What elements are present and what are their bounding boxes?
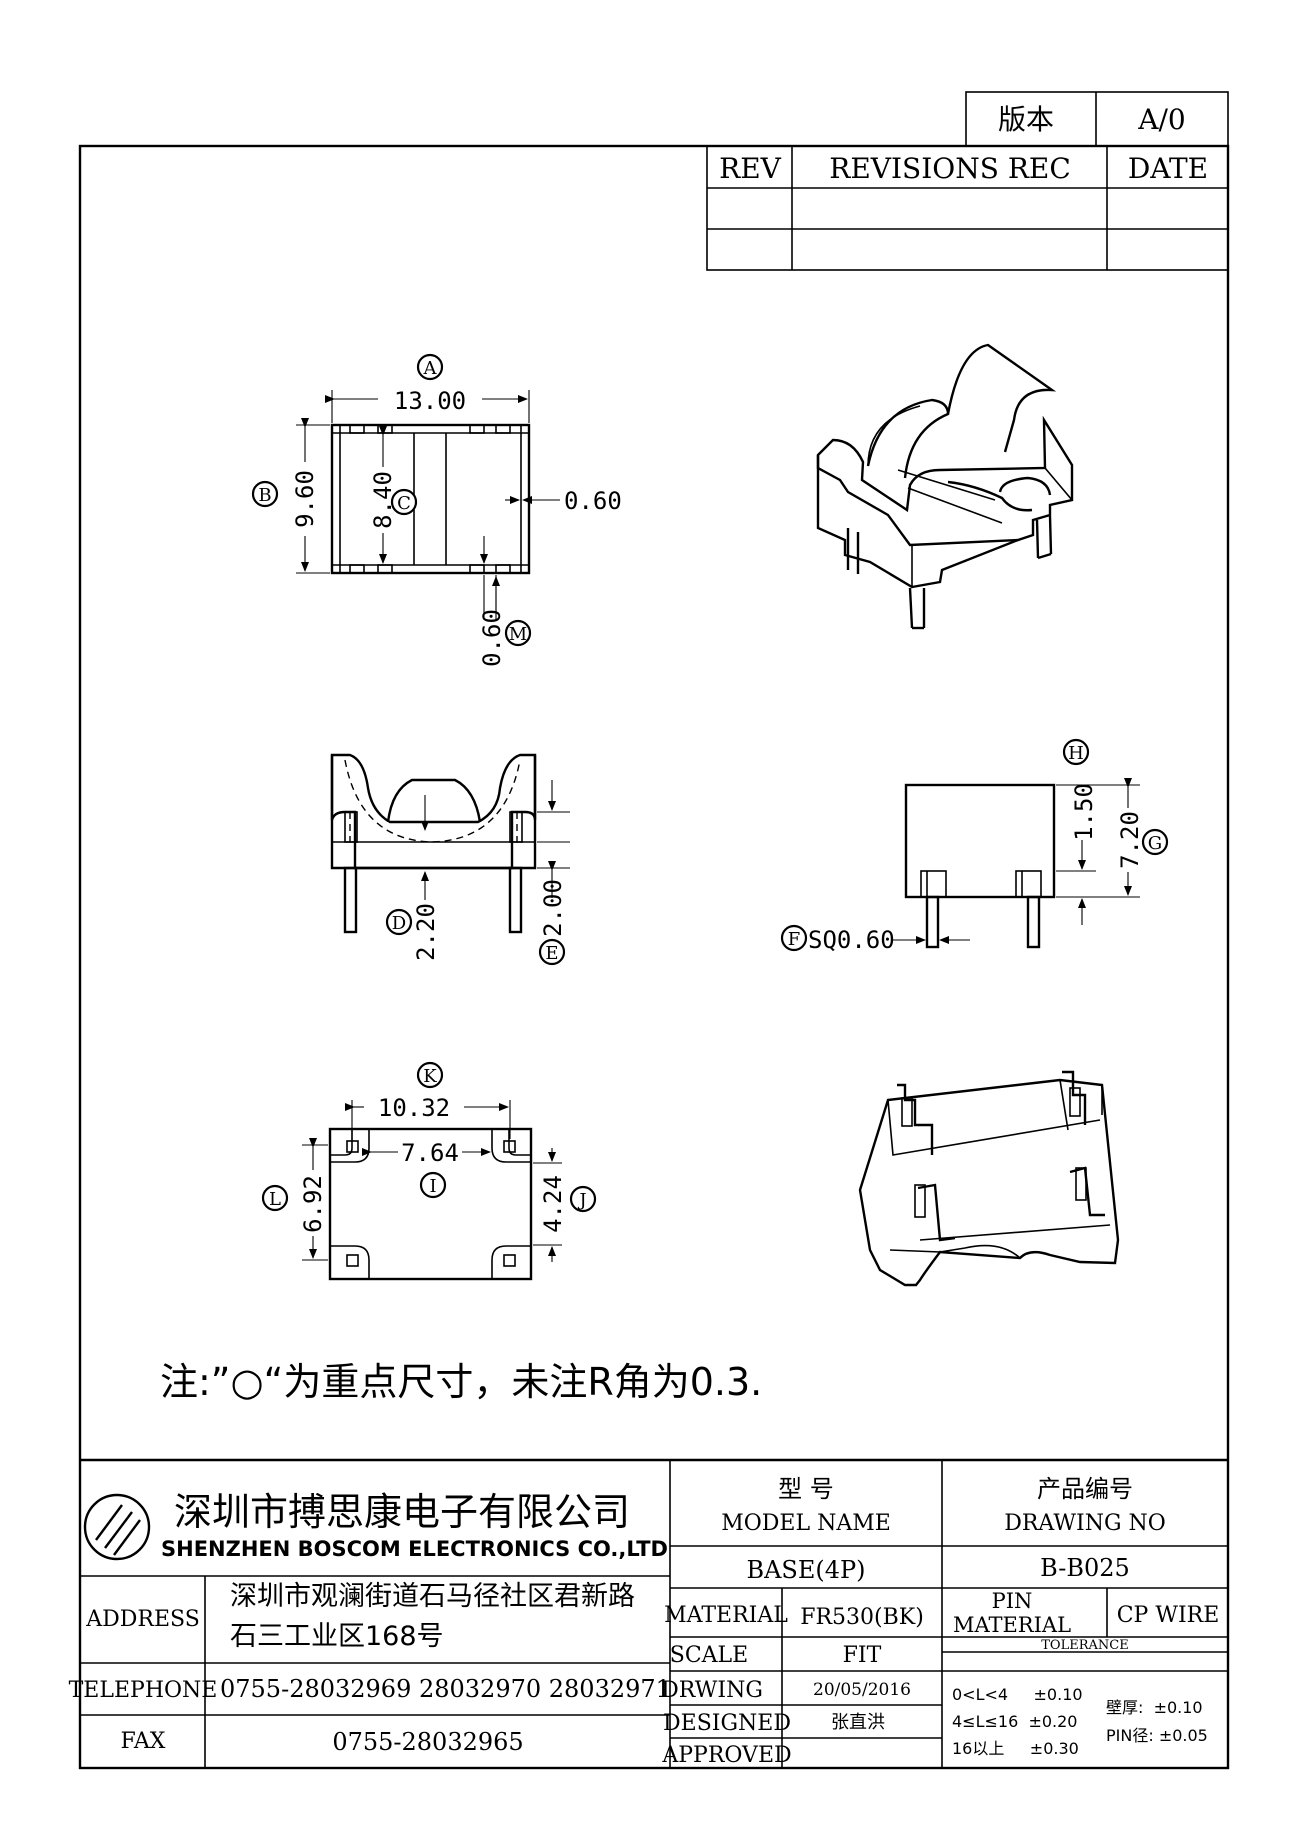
pin-material-line2: MATERIAL bbox=[953, 1613, 1071, 1637]
revision-table: REV REVISIONS REC DATE bbox=[706, 145, 1229, 271]
label-A: A bbox=[423, 358, 438, 379]
label-J-circle bbox=[569, 1185, 597, 1213]
label-G-circle bbox=[1141, 828, 1169, 856]
model-name-en: MODEL NAME bbox=[721, 1511, 891, 1536]
top-view: 13.00 A 9.60 B 8.40 C 0.60 0.60 M bbox=[251, 353, 622, 667]
scale-label: SCALE bbox=[670, 1643, 748, 1668]
label-A-circle bbox=[416, 353, 444, 381]
label-J: J bbox=[577, 1190, 586, 1211]
drwing-label: DRWING bbox=[661, 1678, 763, 1703]
version-box: 版本 A/0 bbox=[965, 91, 1229, 147]
label-H-circle bbox=[1062, 738, 1090, 766]
rev-header: REV bbox=[719, 152, 782, 185]
note: 注:”○“为重点尺寸，未注R角为0.3. bbox=[160, 1360, 762, 1404]
drwing-value: 20/05/2016 bbox=[813, 1680, 911, 1700]
tol-row2: 4≤L≤16 ±0.20 bbox=[952, 1712, 1077, 1731]
side-view: H 1.50 7.20 G F SQ0.60 bbox=[780, 738, 1169, 954]
pin-tolerance: PIN径: ±0.05 bbox=[1106, 1726, 1208, 1745]
approved-label: APPROVED bbox=[661, 1743, 791, 1768]
label-L-circle bbox=[261, 1184, 289, 1212]
model-value: BASE(4P) bbox=[746, 1556, 865, 1584]
label-C: C bbox=[397, 493, 411, 514]
tol-row3: 16以上 ±0.30 bbox=[952, 1739, 1079, 1758]
version-label: 版本 bbox=[998, 103, 1054, 136]
dim-wall-value: 0.60 bbox=[564, 487, 622, 515]
tol-row1: 0<L<4 ±0.10 bbox=[952, 1685, 1083, 1704]
drawing-no-cn: 产品编号 bbox=[1037, 1475, 1133, 1503]
drawing-frame bbox=[78, 144, 1230, 1770]
telephone-value: 0755-28032969 28032970 28032971 bbox=[220, 1675, 671, 1703]
dim-E-value: 2.00 bbox=[539, 879, 567, 937]
isometric-view-bottom bbox=[858, 1070, 1120, 1287]
tolerance-label: TOLERANCE bbox=[1041, 1638, 1128, 1653]
front-view: 2.20 D 2.00 E bbox=[330, 753, 570, 966]
dim-J-value: 4.24 bbox=[539, 1175, 567, 1233]
label-G: G bbox=[1148, 833, 1162, 854]
label-I-circle bbox=[419, 1171, 447, 1199]
label-E-circle bbox=[538, 938, 566, 966]
date-header: DATE bbox=[1128, 152, 1208, 185]
company-name-cn: 深圳市搏思康电子有限公司 bbox=[174, 1490, 630, 1534]
label-K: K bbox=[423, 1066, 437, 1087]
dim-F-value: SQ0.60 bbox=[808, 926, 895, 954]
version-value: A/0 bbox=[1137, 103, 1185, 136]
drawing-no-en: DRAWING NO bbox=[1004, 1511, 1166, 1536]
label-K-circle bbox=[416, 1061, 444, 1089]
label-M: M bbox=[509, 624, 527, 645]
bottom-view: K 10.32 7.64 I 6.92 L 4.24 J bbox=[261, 1061, 597, 1281]
material-value: FR530(BK) bbox=[800, 1605, 924, 1630]
pin-material-line1: PIN bbox=[992, 1589, 1033, 1613]
dim-K-value: 10.32 bbox=[378, 1094, 450, 1122]
designed-label: DESIGNED bbox=[663, 1711, 791, 1736]
pin-material-value: CP WIRE bbox=[1117, 1603, 1220, 1628]
address-label: ADDRESS bbox=[85, 1607, 200, 1632]
label-D: D bbox=[392, 913, 406, 934]
label-B: B bbox=[258, 485, 271, 506]
address-line1: 深圳市观澜街道石马径社区君新路 bbox=[230, 1581, 635, 1612]
model-name-cn: 型 号 bbox=[778, 1475, 834, 1503]
dim-I-value: 7.64 bbox=[401, 1139, 459, 1167]
label-D-circle bbox=[385, 908, 413, 936]
company-name-en: SHENZHEN BOSCOM ELECTRONICS CO.,LTD bbox=[161, 1537, 668, 1561]
title-block: 深圳市搏思康电子有限公司 SHENZHEN BOSCOM ELECTRONICS… bbox=[69, 1458, 1228, 1768]
fax-label: FAX bbox=[121, 1729, 166, 1754]
label-B-circle bbox=[251, 480, 279, 508]
designed-value: 张直洪 bbox=[831, 1712, 885, 1733]
company-logo bbox=[83, 1493, 151, 1561]
label-M-circle bbox=[504, 619, 532, 647]
label-F: F bbox=[788, 929, 801, 950]
fax-value: 0755-28032965 bbox=[332, 1728, 523, 1756]
dim-A-value: 13.00 bbox=[394, 387, 466, 415]
dim-H-value: 1.50 bbox=[1070, 783, 1098, 841]
dim-G-value: 7.20 bbox=[1116, 811, 1144, 869]
label-C-circle bbox=[390, 488, 418, 516]
dim-L-value: 6.92 bbox=[299, 1175, 327, 1233]
label-L: L bbox=[269, 1189, 281, 1210]
dim-B-value: 9.60 bbox=[291, 470, 319, 528]
scale-value: FIT bbox=[843, 1643, 882, 1668]
address-line2: 石三工业区168号 bbox=[230, 1621, 444, 1652]
revisions-rec-header: REVISIONS REC bbox=[829, 152, 1071, 185]
label-E: E bbox=[545, 943, 558, 964]
material-label: MATERIAL bbox=[664, 1603, 788, 1628]
telephone-label: TELEPHONE bbox=[69, 1678, 218, 1703]
label-H: H bbox=[1068, 743, 1084, 764]
isometric-view-top bbox=[816, 343, 1074, 630]
dim-M-value: 0.60 bbox=[478, 609, 506, 667]
wall-tolerance: 壁厚: ±0.10 bbox=[1106, 1698, 1203, 1717]
label-I: I bbox=[429, 1176, 436, 1197]
label-F-circle bbox=[780, 924, 808, 952]
dim-D-value: 2.20 bbox=[412, 903, 440, 961]
drawing-no-value: B-B025 bbox=[1040, 1554, 1130, 1582]
